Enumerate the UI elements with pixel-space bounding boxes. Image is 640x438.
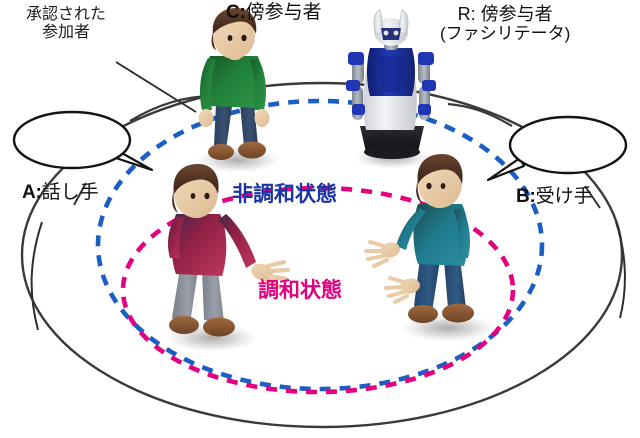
label-person-b: B:受け手 [516, 186, 593, 207]
robot-facilitator-figure [346, 9, 436, 169]
outer-region-ellipse [20, 81, 624, 429]
label-person-a: A:話し手 [22, 182, 99, 203]
person-a-speaker [166, 164, 291, 352]
leader-line-speaker [73, 182, 87, 206]
label-robot-line1: R: 傍参与者 [457, 4, 553, 24]
leader-line-ratified [115, 61, 197, 113]
leader-line-bubble-addressee [447, 102, 513, 127]
label-harmonized-state: 調和状態 [258, 279, 342, 302]
label-person-c-text: 傍参与者 [245, 2, 322, 23]
label-person-a-tag: A: [22, 182, 42, 203]
label-person-b-text: 受け手 [535, 186, 593, 207]
label-robot-facilitator: R: 傍参与者 (ファシリテータ) [440, 4, 570, 43]
leader-line-addressee-down [615, 221, 626, 319]
label-person-c: C:傍参与者 [226, 2, 322, 23]
label-person-a-text: 話し手 [41, 182, 99, 203]
leader-line-speaker-down [30, 221, 43, 331]
annotation-ratified-line2: 参加者 [42, 23, 91, 41]
label-robot-line2: (ファシリテータ) [440, 24, 571, 44]
speech-bubble-speaker [12, 110, 154, 172]
harmonized-region-ellipse [120, 185, 516, 395]
leader-line-addressee [584, 185, 601, 209]
non-harmonized-region-ellipse [95, 98, 545, 392]
label-person-c-tag: C: [226, 2, 246, 23]
person-c-side-participant [196, 8, 280, 173]
annotation-ratified-participants: 承認された 参加者 [26, 6, 106, 42]
label-person-b-tag: B: [516, 186, 536, 207]
label-non-harmonized-state: 非調和状態 [232, 183, 337, 206]
speech-bubble-addressee [486, 115, 628, 182]
annotation-ratified-line1: 承認された [26, 6, 107, 23]
person-b-addressee [364, 154, 496, 342]
